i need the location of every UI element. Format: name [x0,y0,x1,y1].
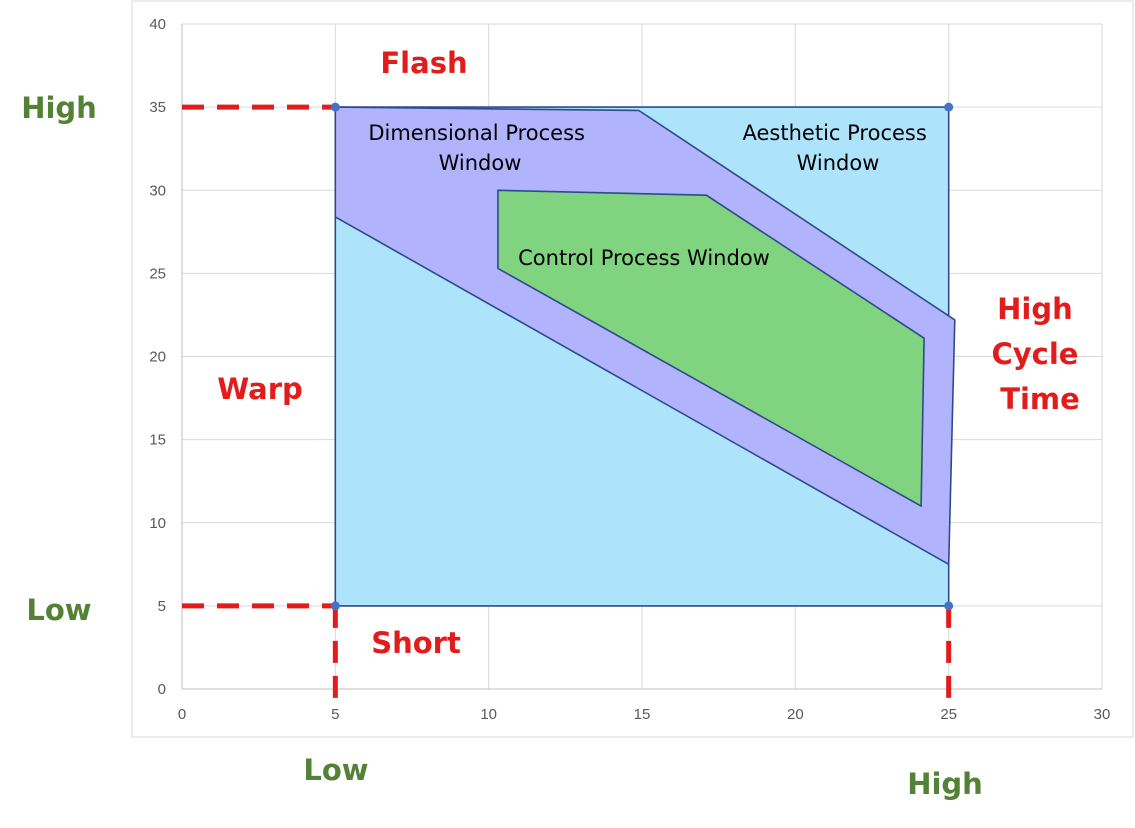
annotations: Aesthetic Process Window Dimensional Pro… [21,46,1088,801]
limit-lines [182,104,952,706]
y-low-label: Low [26,593,91,627]
control-window-label: Control Process Window [518,246,770,270]
x-tick-label: 25 [940,706,957,723]
x-high-label: High [907,767,983,801]
x-tick-label: 0 [178,706,186,723]
corner-point [330,601,340,611]
y-tick-label: 10 [149,515,166,532]
y-tick-label: 20 [149,349,166,366]
x-low-label: Low [303,753,368,787]
x-tick-label: 5 [331,706,339,723]
y-tick-label: 15 [149,432,166,449]
cycle-time-label: High Cycle Time [991,292,1088,416]
corner-point [330,102,340,112]
regions [334,106,956,607]
y-tick-label: 25 [149,265,166,282]
x-tick-label: 20 [787,706,804,723]
control-process-window-region [497,189,925,507]
y-tick-label: 35 [149,99,166,116]
aesthetic-window-label: Aesthetic Process Window [743,121,934,175]
axis-ticks: 0 5 10 15 20 25 30 0 5 10 15 20 25 30 35 40 [149,16,1110,723]
y-tick-label: 5 [158,598,166,615]
short-label: Short [371,626,461,660]
corner-point [944,102,954,112]
corner-points [330,102,954,611]
y-tick-label: 0 [158,681,166,698]
x-tick-label: 10 [480,706,497,723]
x-tick-label: 30 [1094,706,1111,723]
y-high-label: High [21,91,97,125]
flash-label: Flash [380,46,467,80]
y-tick-label: 40 [149,16,166,33]
y-tick-label: 30 [149,182,166,199]
dimensional-window-label: Dimensional Process Window [368,121,591,175]
x-tick-label: 15 [634,706,651,723]
warp-label: Warp [217,372,303,406]
corner-point [944,601,954,611]
